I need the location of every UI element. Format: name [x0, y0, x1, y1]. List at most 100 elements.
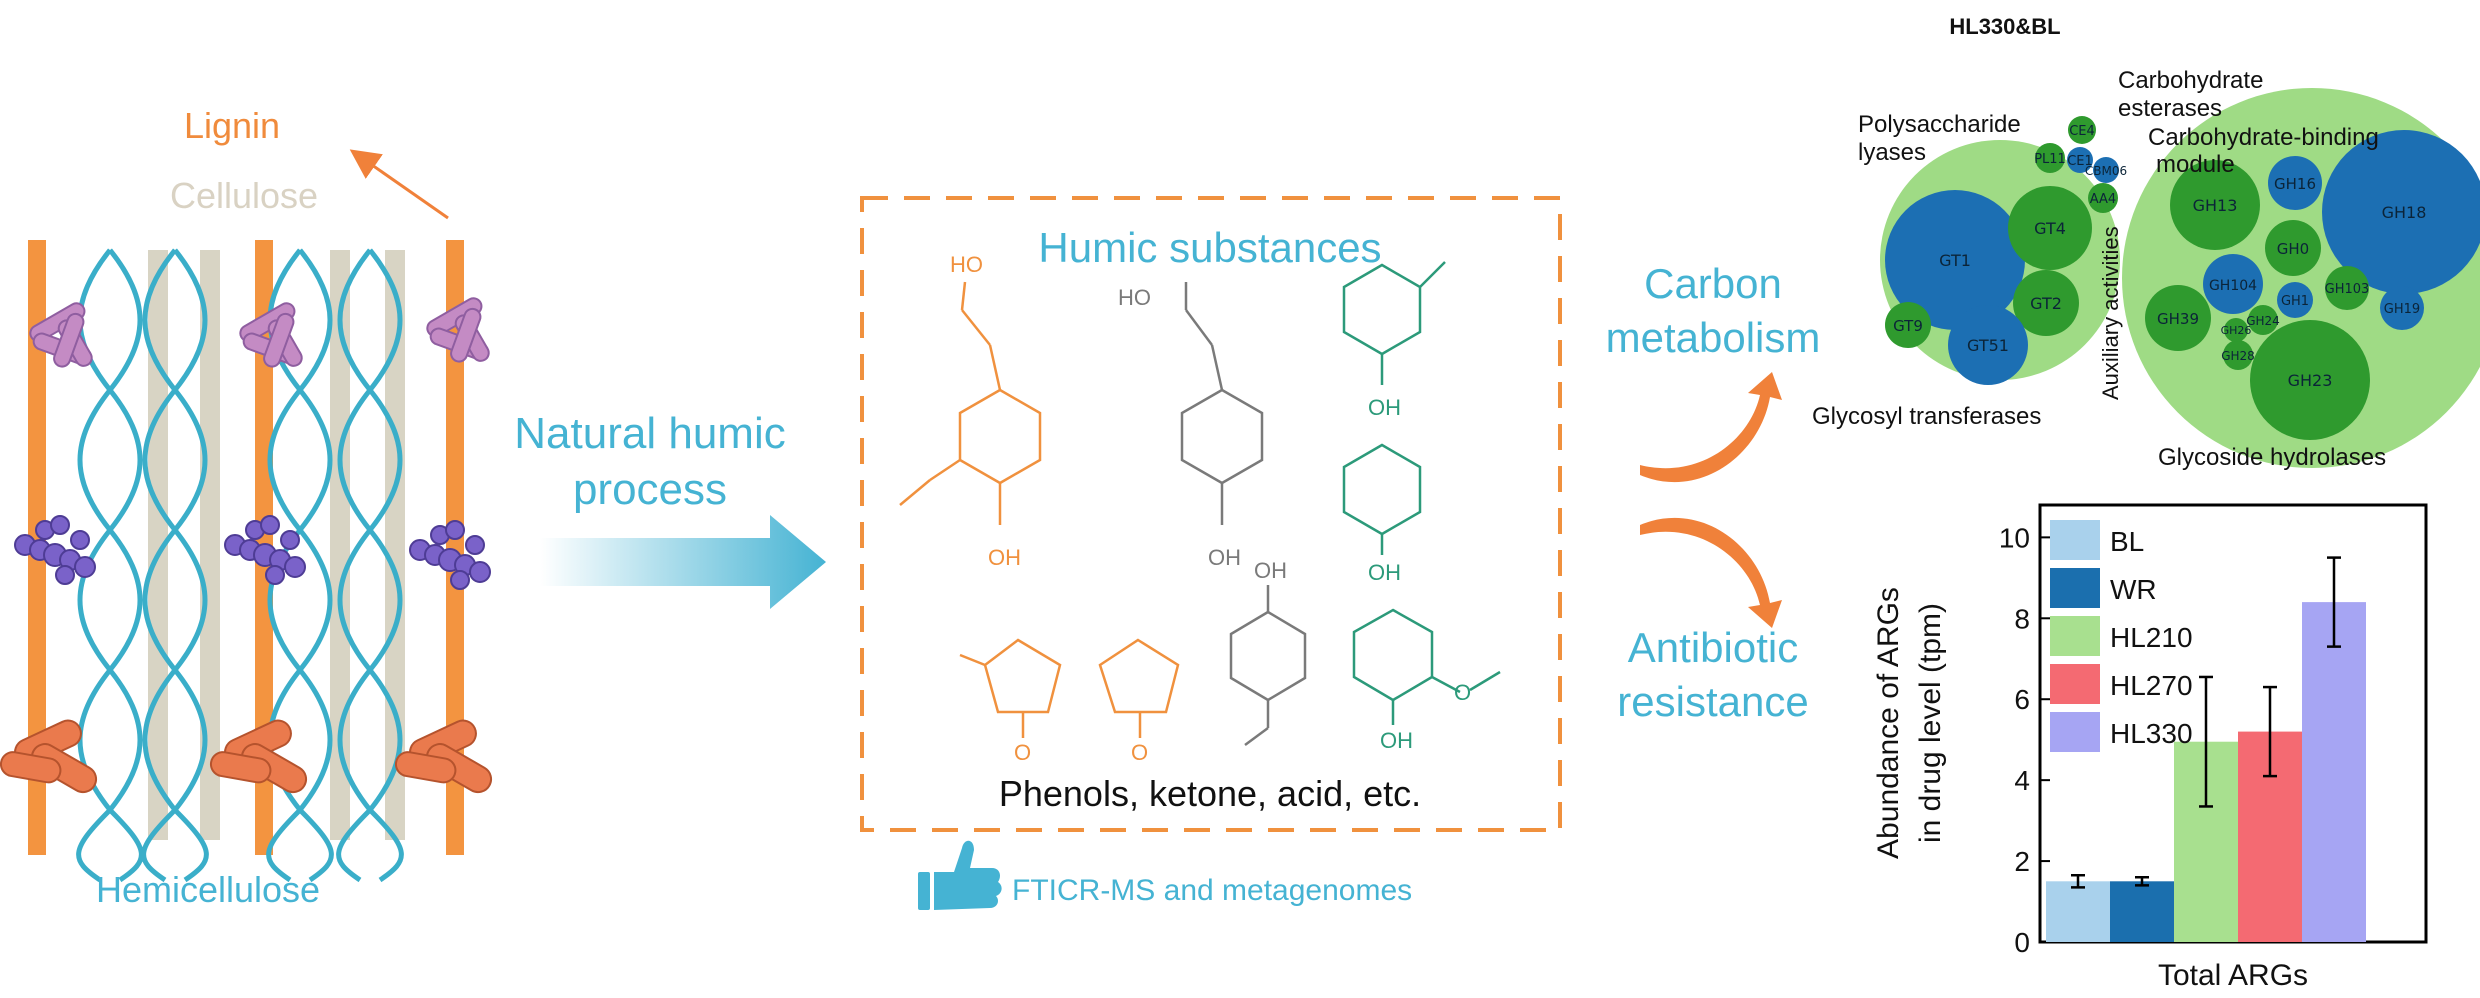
methods-label: FTICR-MS and metagenomes [1012, 874, 1412, 907]
bubble-aa4 [2088, 183, 2118, 213]
bubble-gh104 [2203, 254, 2263, 314]
hydroxyl-label: HO [1118, 285, 1151, 310]
bubble-cbm06 [2093, 157, 2119, 183]
outcomes-section: Carbon metabolism Antibiotic resistance [1606, 260, 1821, 725]
bubble-gh39 [2145, 285, 2211, 351]
bubble-label: GH104 [2209, 278, 2257, 294]
lignin-label: Lignin [184, 105, 280, 146]
y-tick-label: 4 [2014, 765, 2030, 796]
hydroxyl-label: OH [1368, 560, 1401, 585]
label-polysaccharide-lyases-line2: lyases [1858, 139, 1926, 166]
label-carbohydrate-binding: Carbohydrate-binding [2148, 124, 2379, 151]
x-axis-label: Total ARGs [2158, 959, 2308, 992]
oxygen-label: O [1454, 680, 1471, 705]
hydroxyl-label: HO [950, 252, 983, 277]
legend-label: HL210 [2110, 622, 2193, 653]
antibiotic-resistance-line2: resistance [1617, 678, 1808, 725]
legend-label: HL270 [2110, 670, 2193, 701]
gt-bubbles: GT1 GT4 GT2 GT9 GT51 [1885, 186, 2092, 385]
bubble-gt1 [1885, 190, 2025, 330]
bubble-gh18 [2322, 130, 2480, 294]
molecule-guaiacol [1352, 608, 1501, 725]
y-axis-label: Abundance of ARGs [1872, 587, 1905, 859]
molecule-cyclopentanone [1098, 638, 1180, 738]
humic-substances-box: Humic substances HO OH HO OH [860, 196, 1562, 910]
carbon-metabolism-line2: metabolism [1606, 314, 1821, 361]
bar-wr [2110, 881, 2174, 942]
y-tick-label: 10 [1999, 522, 2030, 553]
bubble-label: GH26 [2221, 324, 2252, 337]
cazy-title: HL330&BL [1949, 14, 2060, 39]
legend-swatch [2050, 712, 2100, 752]
bubble-gh26 [2224, 318, 2248, 342]
gh-bubbles: GH13 GH16 GH18 GH0 GH104 GH103 GH1 GH19 … [2145, 130, 2480, 440]
legend-swatch [2050, 664, 2100, 704]
bubble-gh24 [2248, 305, 2278, 335]
label-carbohydrate-esterases-line2: esterases [2118, 95, 2222, 122]
label-glycoside-hydrolases: Glycoside hydrolases [2158, 444, 2386, 471]
bubble-label: GT51 [1967, 336, 2009, 355]
label-auxiliary-activities: Auxiliary activities [2098, 226, 2123, 400]
hemicellulose-strands [76, 248, 404, 883]
bubble-gt4 [2008, 186, 2092, 270]
bubble-label: GH19 [2384, 302, 2420, 317]
hemicellulose-label: Hemicellulose [96, 869, 320, 910]
bubble-label: CE4 [2069, 124, 2095, 139]
bubble-gh28 [2223, 340, 2253, 370]
antibiotic-resistance-line1: Antibiotic [1628, 624, 1798, 671]
bubble-gh103 [2325, 266, 2369, 310]
y-tick-label: 8 [2014, 603, 2030, 634]
molecule-cresol [1342, 261, 1446, 385]
bubble-label: GH39 [2157, 310, 2199, 328]
process-label-line1: Natural humic [514, 409, 785, 458]
label-carbohydrate-esterases: Carbohydrate [2118, 67, 2263, 94]
label-carbohydrate-binding-line2: module [2156, 151, 2235, 178]
humic-title: Humic substances [1038, 224, 1381, 271]
bubble-gh13 [2170, 160, 2260, 250]
process-section: Natural humic process [514, 409, 826, 609]
y-tick-label: 0 [2014, 927, 2030, 958]
molecule-coumaryl-alcohol [1180, 282, 1264, 525]
molecule-methylcyclopentanone [959, 638, 1062, 738]
label-polysaccharide-lyases: Polysaccharide [1858, 111, 2021, 138]
bubble-gh23 [2250, 320, 2370, 440]
oxygen-label: O [1014, 740, 1031, 765]
bubble-label: CE1 [2067, 154, 2093, 169]
bacteria-cluster [0, 719, 493, 794]
bubble-label: GH13 [2193, 196, 2238, 215]
enzyme-cluster-pink [29, 297, 490, 368]
humic-box-border [860, 196, 1562, 832]
bubble-label: GH16 [2274, 175, 2316, 193]
bubble-label: GH0 [2277, 240, 2309, 258]
cellulose-label: Cellulose [170, 175, 318, 216]
molecule-phenol [1342, 443, 1422, 555]
hydroxyl-label: OH [988, 545, 1021, 570]
legend-swatch [2050, 616, 2100, 656]
bubble-label: PL11 [2034, 152, 2066, 167]
bubble-label: GH28 [2221, 349, 2255, 363]
bubble-ce1 [2067, 147, 2093, 173]
molecule-coniferyl-alcohol [899, 281, 1042, 525]
molecule-ethylphenol [1229, 585, 1307, 747]
bar-bl [2046, 881, 2110, 942]
hydroxyl-label: OH [1368, 395, 1401, 420]
legend-swatch [2050, 520, 2100, 560]
antibiotic-curved-arrow [1640, 517, 1782, 628]
y-axis-label-line2: in drug level (tpm) [1914, 603, 1947, 843]
bubble-gt51 [1948, 305, 2028, 385]
hydroxyl-label: OH [1380, 728, 1413, 753]
bubble-pl11 [2035, 143, 2065, 173]
y-tick-label: 2 [2014, 846, 2030, 877]
enzyme-cluster-purple [14, 515, 491, 590]
lignin-arrow [349, 149, 449, 220]
legend-swatch [2050, 568, 2100, 608]
humic-footer: Phenols, ketone, acid, etc. [999, 773, 1421, 814]
bubble-label: CBM06 [2085, 164, 2127, 178]
small-bubbles: PL11 CE4 CE1 CBM06 AA4 [2034, 116, 2127, 213]
bubble-gh0 [2265, 220, 2321, 276]
bubble-label: GH1 [2281, 294, 2309, 309]
bars [2046, 556, 2366, 942]
